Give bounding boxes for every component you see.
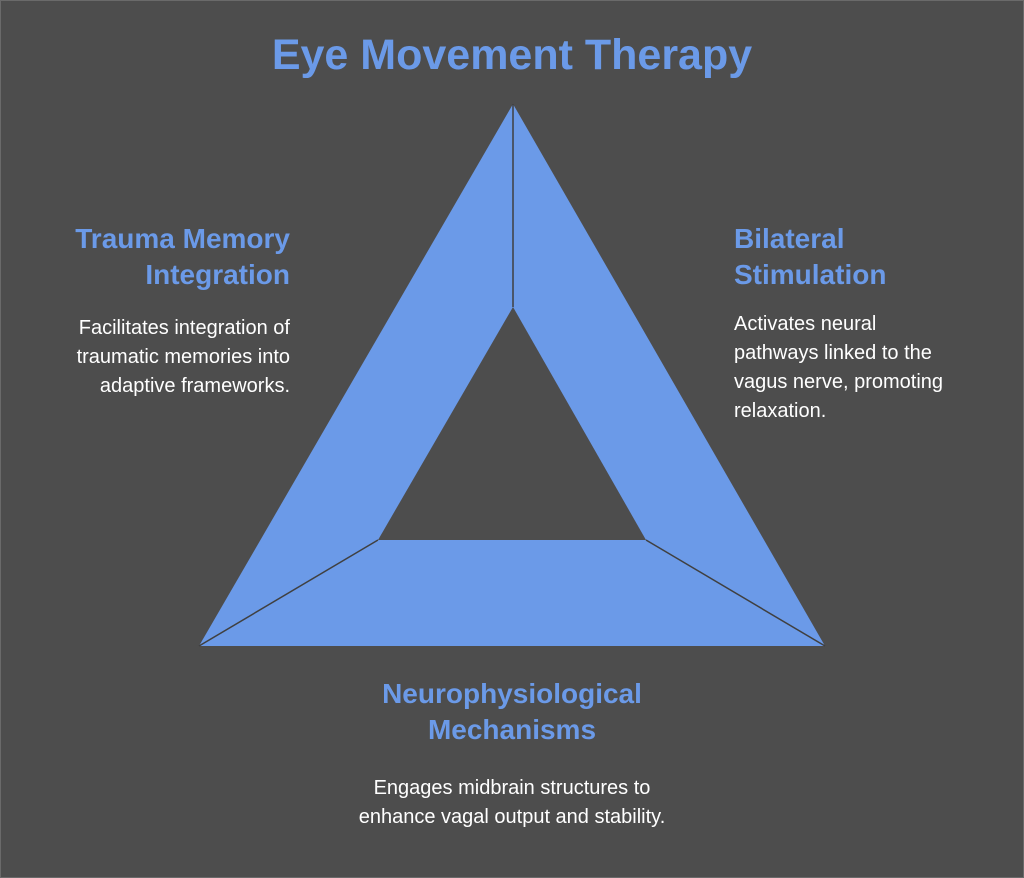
- heading-line: Mechanisms: [427, 714, 597, 745]
- heading-line: Bilateral: [734, 223, 845, 254]
- description-line: enhance vagal output and stability.: [358, 806, 666, 828]
- description-line: Engages midbrain structures to: [373, 777, 651, 799]
- triangle-segment-bottom: [199, 540, 825, 646]
- heading-line: Trauma Memory: [75, 223, 290, 254]
- description-line: Facilitates integration of: [78, 317, 290, 339]
- description-line: vagus nerve, promoting: [734, 371, 944, 393]
- trauma-memory-heading: Trauma Memory Integration: [20, 221, 290, 293]
- heading-line: Stimulation: [734, 259, 887, 290]
- divider-bottom-right: [645, 539, 826, 647]
- neurophysiological-heading: Neurophysiological Mechanisms: [262, 676, 762, 748]
- heading-line: Integration: [145, 259, 290, 290]
- triangle-segment-right: [513, 104, 825, 646]
- bilateral-stimulation-heading: Bilateral Stimulation: [734, 221, 1004, 293]
- description-line: Activates neural: [734, 313, 877, 335]
- description-line: relaxation.: [734, 400, 827, 422]
- description-line: adaptive frameworks.: [99, 375, 290, 397]
- neurophysiological-description: Engages midbrain structures to enhance v…: [262, 774, 762, 832]
- description-line: traumatic memories into: [76, 346, 290, 368]
- triangle-segment-left: [199, 104, 513, 646]
- diagram-title: Eye Movement Therapy: [271, 31, 753, 79]
- trauma-memory-description: Facilitates integration of traumatic mem…: [20, 314, 290, 401]
- heading-line: Neurophysiological: [382, 678, 642, 709]
- bilateral-stimulation-description: Activates neural pathways linked to the …: [734, 310, 1004, 426]
- divider-bottom-left: [198, 539, 379, 647]
- description-line: pathways linked to the: [734, 342, 932, 364]
